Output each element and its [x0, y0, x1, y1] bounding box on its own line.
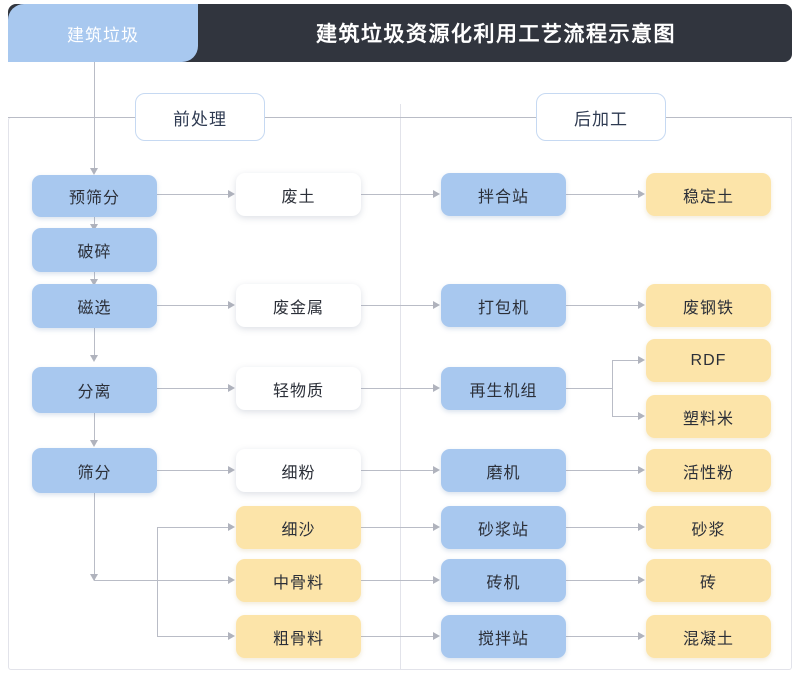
connector-light-material-to-recycling-unit — [361, 388, 438, 389]
arrowhead-coarse-aggregate-in — [228, 632, 235, 640]
connector-waste-soil-to-mixing-plant — [361, 194, 438, 195]
arrowhead-prescreen-in — [90, 168, 98, 175]
node-fine-powder[interactable]: 细粉 — [236, 449, 361, 492]
node-recycling-unit[interactable]: 再生机组 — [441, 367, 566, 410]
connector-baler-to-scrap-steel — [566, 305, 643, 306]
connector-batching-plant-to-concrete — [566, 636, 643, 637]
connector-separate-to-light-material — [157, 388, 233, 389]
connector-coarse-aggregate-to-batching-plant — [361, 636, 438, 637]
connector-magnetic-to-waste-metal — [157, 305, 233, 306]
page-title: 建筑垃圾资源化利用工艺流程示意图 — [316, 23, 676, 46]
connector-trunk-to-fine-sand — [157, 527, 233, 528]
section-vertical-divider — [400, 104, 401, 670]
arrowhead-brick-in — [638, 576, 645, 584]
arrowhead-mortar-in — [638, 523, 645, 531]
arrowhead-brick-machine-in — [433, 576, 440, 584]
node-fine-sand[interactable]: 细沙 — [236, 506, 361, 549]
node-rdf[interactable]: RDF — [646, 339, 771, 382]
node-coarse-aggregate[interactable]: 粗骨料 — [236, 615, 361, 658]
arrowhead-fine-sand-in — [228, 523, 235, 531]
arrowhead-scrap-steel-in — [638, 301, 645, 309]
connector-screen-down-trunk — [94, 493, 95, 580]
arrowhead-light-material-in — [228, 384, 235, 392]
header-tab-input-material: 建筑垃圾 — [8, 4, 198, 62]
arrowhead-magnetic-in — [90, 279, 98, 286]
arrowhead-mill-in — [433, 466, 440, 474]
arrowhead-fine-powder-in — [228, 466, 235, 474]
node-light-material[interactable]: 轻物质 — [236, 367, 361, 410]
section-header-pretreatment: 前处理 — [135, 93, 265, 141]
connector-crush-to-magnetic — [94, 272, 95, 283]
node-separation[interactable]: 分离 — [32, 367, 157, 413]
arrowhead-concrete-in — [638, 632, 645, 640]
connector-recycling-unit-stem — [566, 388, 613, 389]
node-batching-plant[interactable]: 搅拌站 — [441, 615, 566, 658]
arrowhead-mortar-plant-in — [433, 523, 440, 531]
section-rule-left — [8, 117, 135, 118]
connector-source-to-prescreen — [94, 62, 95, 169]
connector-fine-powder-to-mill — [361, 470, 438, 471]
node-screening[interactable]: 筛分 — [32, 448, 157, 493]
arrowhead-medium-aggregate-in — [228, 576, 235, 584]
node-baler[interactable]: 打包机 — [441, 284, 566, 327]
connector-trunk-to-coarse-aggregate — [157, 636, 233, 637]
connector-magnetic-to-separate — [94, 328, 95, 360]
node-plastic-pellet[interactable]: 塑料米 — [646, 395, 771, 438]
arrowhead-screen-down — [90, 574, 98, 581]
arrowhead-separate-in — [90, 355, 98, 362]
arrowhead-mixing-plant-in — [433, 190, 440, 198]
arrowhead-waste-soil-in — [228, 190, 235, 198]
arrowhead-recycling-unit-in — [433, 384, 440, 392]
arrowhead-waste-metal-in — [228, 301, 235, 309]
arrowhead-crush-in — [90, 224, 98, 231]
node-brick[interactable]: 砖 — [646, 559, 771, 602]
connector-split-to-rdf — [612, 360, 643, 361]
arrowhead-screen-in — [90, 440, 98, 447]
connector-brick-machine-to-brick — [566, 580, 643, 581]
node-mill[interactable]: 磨机 — [441, 449, 566, 492]
connector-medium-aggregate-to-brick-machine — [361, 580, 438, 581]
section-rule-middle — [265, 117, 536, 118]
node-active-powder[interactable]: 活性粉 — [646, 449, 771, 492]
arrowhead-plastic-pellet-in — [638, 412, 645, 420]
connector-mixing-plant-to-stabilized-soil — [566, 194, 643, 195]
connector-separate-to-screen — [94, 413, 95, 445]
connector-prescreen-to-waste-soil — [157, 194, 233, 195]
node-scrap-steel[interactable]: 废钢铁 — [646, 284, 771, 327]
node-medium-aggregate[interactable]: 中骨料 — [236, 559, 361, 602]
connector-waste-metal-to-baler — [361, 305, 438, 306]
node-prescreen[interactable]: 预筛分 — [32, 175, 157, 217]
connector-fine-sand-to-mortar-plant — [361, 527, 438, 528]
section-rule-right — [666, 117, 792, 118]
node-waste-metal[interactable]: 废金属 — [236, 284, 361, 327]
node-brick-machine[interactable]: 砖机 — [441, 559, 566, 602]
node-waste-soil[interactable]: 废土 — [236, 173, 361, 216]
connector-screen-to-fine-powder — [157, 470, 233, 471]
node-mortar[interactable]: 砂浆 — [646, 506, 771, 549]
node-mixing-plant[interactable]: 拌合站 — [441, 173, 566, 216]
node-stabilized-soil[interactable]: 稳定土 — [646, 173, 771, 216]
arrowhead-baler-in — [433, 301, 440, 309]
node-mortar-plant[interactable]: 砂浆站 — [441, 506, 566, 549]
connector-split-to-plastic-pellet — [612, 416, 643, 417]
arrowhead-rdf-in — [638, 356, 645, 364]
connector-mill-to-active-powder — [566, 470, 643, 471]
arrowhead-batching-plant-in — [433, 632, 440, 640]
connector-aggregate-trunk — [157, 527, 158, 637]
connector-screen-to-medium-aggregate — [94, 580, 233, 581]
section-header-postprocess: 后加工 — [536, 93, 666, 141]
arrowhead-stabilized-soil-in — [638, 190, 645, 198]
connector-prescreen-to-crush — [94, 217, 95, 228]
connector-mortar-plant-to-mortar — [566, 527, 643, 528]
arrowhead-active-powder-in — [638, 466, 645, 474]
node-concrete[interactable]: 混凝土 — [646, 615, 771, 658]
node-magnetic-separation[interactable]: 磁选 — [32, 284, 157, 328]
node-crushing[interactable]: 破碎 — [32, 228, 157, 272]
connector-recycling-unit-split — [612, 360, 613, 416]
